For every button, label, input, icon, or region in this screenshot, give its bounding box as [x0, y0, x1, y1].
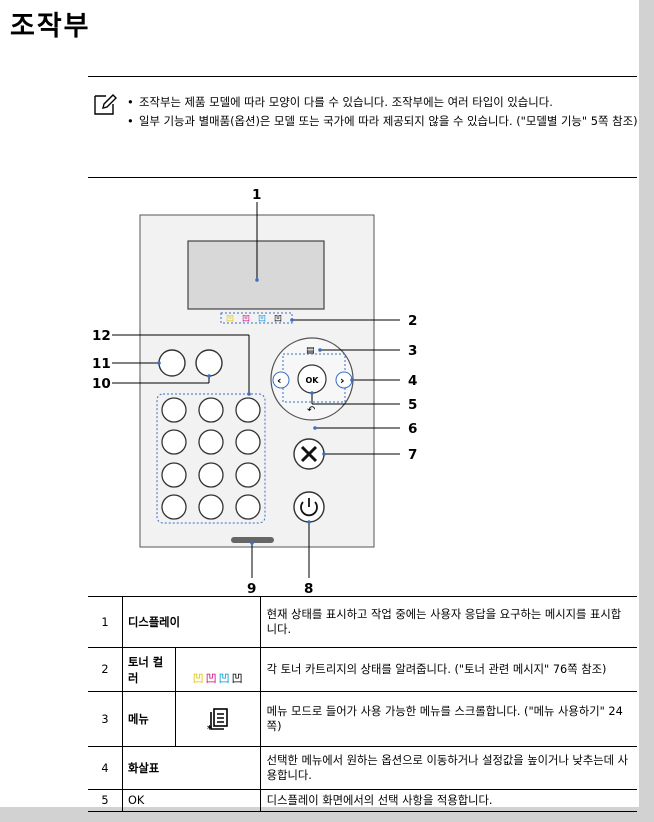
- row-number: 3: [88, 691, 123, 747]
- toner-yellow-icon: 凹: [226, 314, 234, 323]
- toner-cyan-icon: 凹: [258, 314, 266, 323]
- menu-icon: *: [207, 708, 228, 735]
- row-description: 선택한 메뉴에서 원하는 옵션으로 이동하거나 설정값을 높이거나 낮추는데 사…: [259, 746, 637, 790]
- svg-text:*: *: [207, 724, 213, 732]
- callout-11: 11: [92, 356, 111, 372]
- row-number: 1: [88, 596, 123, 648]
- stop-icon: [300, 445, 318, 463]
- callout-5: 5: [408, 397, 417, 413]
- row-description: 현재 상태를 표시하고 작업 중에는 사용자 응답을 요구하는 메시지를 표시합…: [259, 596, 637, 648]
- row-number: 2: [88, 647, 123, 692]
- toner-indicator-group: [220, 312, 293, 324]
- status-led: [231, 537, 274, 543]
- callout-7: 7: [408, 447, 417, 463]
- row-number: 4: [88, 746, 123, 790]
- toner-magenta-icon: 凹: [205, 671, 217, 685]
- toner-color-icons-cell: 凹凹凹凹: [174, 647, 261, 692]
- menu-icon: ▤: [306, 346, 315, 356]
- note-item: 일부 기능과 별매품(옵션)은 모델 또는 국가에 따라 제공되지 않을 수 있…: [127, 113, 639, 129]
- row-description: 각 토너 카트리지의 상태를 알려줍니다. ("토너 관련 메시지" 76쪽 참…: [259, 647, 637, 692]
- callout-6: 6: [408, 421, 417, 437]
- keypad-outline: [156, 393, 266, 524]
- row-name: 화살표: [122, 746, 261, 790]
- power-icon: [300, 501, 318, 517]
- back-icon: ↶: [307, 405, 315, 416]
- left-arrow-icon: ‹: [277, 374, 282, 387]
- callout-leaders: [112, 202, 400, 578]
- round-button-11: [158, 349, 186, 377]
- callout-2: 2: [408, 313, 417, 329]
- toner-cyan-icon: 凹: [218, 671, 230, 685]
- table-row: 4 화살표 선택한 메뉴에서 원하는 옵션으로 이동하거나 설정값을 높이거나 …: [88, 746, 637, 790]
- display-screen: [187, 240, 325, 310]
- parts-table: 1 디스플레이 현재 상태를 표시하고 작업 중에는 사용자 응답을 요구하는 …: [88, 596, 637, 812]
- callout-1: 1: [252, 187, 261, 203]
- note-item: 조작부는 제품 모델에 따라 모양이 다를 수 있습니다. 조작부에는 여러 타…: [127, 94, 639, 110]
- row-name: 메뉴: [122, 691, 176, 747]
- callout-3: 3: [408, 343, 417, 359]
- toner-color-icons: 凹凹凹凹: [192, 670, 244, 686]
- round-button-10: [195, 349, 223, 377]
- number-keypad: [161, 397, 261, 520]
- row-number: 5: [88, 789, 123, 812]
- table-row: 5 OK 디스플레이 화면에서의 선택 사항을 적용합니다.: [88, 789, 637, 812]
- notes-list: 조작부는 제품 모델에 따라 모양이 다를 수 있습니다. 조작부에는 여러 타…: [127, 94, 639, 132]
- callout-10: 10: [92, 376, 111, 392]
- callout-12: 12: [92, 328, 111, 344]
- row-name: 디스플레이: [122, 596, 261, 648]
- row-description: 메뉴 모드로 들어가 사용 가능한 메뉴를 스크롤합니다. ("메뉴 사용하기"…: [259, 691, 637, 747]
- left-arrow-button: [272, 371, 290, 389]
- table-row: 2 토너 컬러 凹凹凹凹 각 토너 카트리지의 상태를 알려줍니다. ("토너 …: [88, 647, 637, 692]
- callout-numbers: 1 2 3 4 5 6 7 8 9 10 11 12: [92, 187, 417, 597]
- page-title: 조작부: [10, 11, 91, 42]
- menu-icon-cell: *: [174, 691, 261, 747]
- table-row: 1 디스플레이 현재 상태를 표시하고 작업 중에는 사용자 응답을 요구하는 …: [88, 596, 637, 648]
- right-arrow-icon: ›: [340, 374, 345, 387]
- note-pencil-icon: [94, 94, 117, 115]
- callout-dots: [157, 278, 354, 545]
- ok-label: OK: [306, 376, 320, 385]
- table-row: 3 메뉴 * 메뉴 모드로 들어가 사용 가능한 메뉴를 스크롤합니다. ("메…: [88, 691, 637, 747]
- toner-yellow-icon: 凹: [192, 671, 204, 685]
- toner-black-icon: 凹: [231, 671, 243, 685]
- callout-4: 4: [408, 373, 417, 389]
- callout-8: 8: [304, 581, 313, 597]
- row-name: OK: [122, 789, 261, 812]
- row-description: 디스플레이 화면에서의 선택 사항을 적용합니다.: [259, 789, 637, 812]
- manual-page: 조작부 조작부는 제품 모델에 따라 모양이 다를 수 있습니다. 조작부에는 …: [0, 0, 639, 807]
- row-name: 토너 컬러: [122, 647, 176, 692]
- divider-top: [88, 76, 637, 77]
- toner-black-icon: 凹: [274, 314, 282, 323]
- callout-9: 9: [247, 581, 256, 597]
- control-panel-diagram: 凹 凹 凹 凹 ‹ › OK ▤ ↶: [92, 187, 417, 597]
- toner-magenta-icon: 凹: [242, 314, 250, 323]
- toner-led-icons: 凹 凹 凹 凹: [226, 314, 282, 323]
- divider-bottom: [88, 177, 637, 178]
